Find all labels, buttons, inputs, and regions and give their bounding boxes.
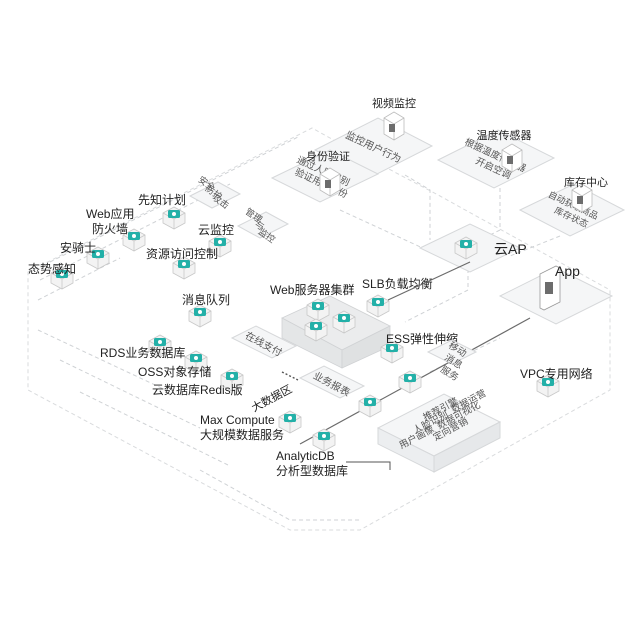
node-web-firewall: Web应用 防火墙 (86, 206, 146, 252)
zone-bigdata: 大数据区 (249, 382, 294, 415)
security-knight-label: 安骑士 (60, 240, 96, 255)
node-identity-verify: 身份验证 (306, 149, 350, 197)
link-slb-ap (387, 261, 471, 301)
temp-sensor-label: 温度传感器 (477, 128, 532, 142)
web-firewall-line2: 防火墙 (92, 221, 128, 236)
analyticdb-line2: 分析型数据库 (276, 463, 348, 478)
mq-label: 消息队列 (182, 292, 230, 307)
node-security-knight: 安骑士 (60, 240, 110, 270)
maxcompute-line1: Max Compute (200, 413, 275, 427)
redis-label: 云数据库Redis版 (152, 382, 243, 397)
node-video-monitor: 视频监控 (372, 96, 416, 141)
web-firewall-line1: Web应用 (86, 206, 134, 221)
analyticdb-line1: AnalyticDB (276, 449, 335, 463)
link-adb-app (346, 461, 391, 470)
node-xianzhi: 先知计划 (138, 193, 186, 230)
node-cloud-monitor: 云监控 (198, 223, 234, 258)
node-app: App (498, 263, 614, 325)
oss-label: OSS对象存储 (138, 364, 211, 379)
platform-biz-report: 业务报表 (298, 365, 382, 418)
web-cluster-label: Web服务器集群 (270, 282, 354, 297)
platform-manage: 管理 与 监控 (236, 205, 290, 245)
cloud-ap-label: 云AP (494, 241, 527, 257)
node-analyticdb: AnalyticDB 分析型数据库 (276, 428, 348, 478)
ram-label: 资源访问控制 (146, 247, 218, 261)
platform-app-stack: 数据运营 数据可视化 定向营销 推荐引擎 人脸识别 用户画像 (376, 387, 502, 473)
rds-label: RDS业务数据库 (100, 345, 185, 360)
app-label: App (555, 263, 580, 279)
node-rds: RDS业务数据库 (100, 334, 185, 360)
bigdata-zone-label: 大数据区 (249, 382, 294, 415)
cloud-monitor-label: 云监控 (198, 223, 234, 237)
maxcompute-line2: 大规模数据服务 (200, 427, 284, 442)
situation-awareness-label: 态势感知 (28, 261, 76, 276)
node-mq: 消息队列 (182, 292, 230, 328)
ess-label: ESS弹性伸缩 (386, 331, 458, 346)
xianzhi-label: 先知计划 (138, 193, 186, 207)
node-ess: ESS弹性伸缩 (380, 331, 458, 364)
link-pay-report (281, 371, 299, 381)
platform-mobile-msg: 移动 消息 服务 (398, 339, 478, 394)
node-temp-sensor: 温度传感器 (477, 128, 532, 173)
node-oss: OSS对象存储 (138, 350, 211, 379)
node-redis: 云数据库Redis版 (152, 368, 244, 397)
node-slb: SLB负载均衡 (362, 277, 433, 318)
node-situation-awareness: 态势感知 (28, 261, 76, 290)
node-cloud-ap: 云AP (418, 223, 527, 273)
video-monitor-label: 视频监控 (372, 96, 416, 110)
identity-verify-label: 身份验证 (306, 149, 350, 163)
vpc-label: VPC专用网络 (520, 366, 593, 381)
inventory-center-label: 库存中心 (564, 175, 608, 189)
node-ram: 资源访问控制 (146, 247, 218, 280)
node-vpc: VPC专用网络 (520, 366, 593, 398)
node-maxcompute: Max Compute 大规模数据服务 (200, 410, 302, 442)
node-web-cluster: Web服务器集群 (270, 282, 391, 369)
node-inventory-center: 库存中心 (564, 175, 608, 213)
